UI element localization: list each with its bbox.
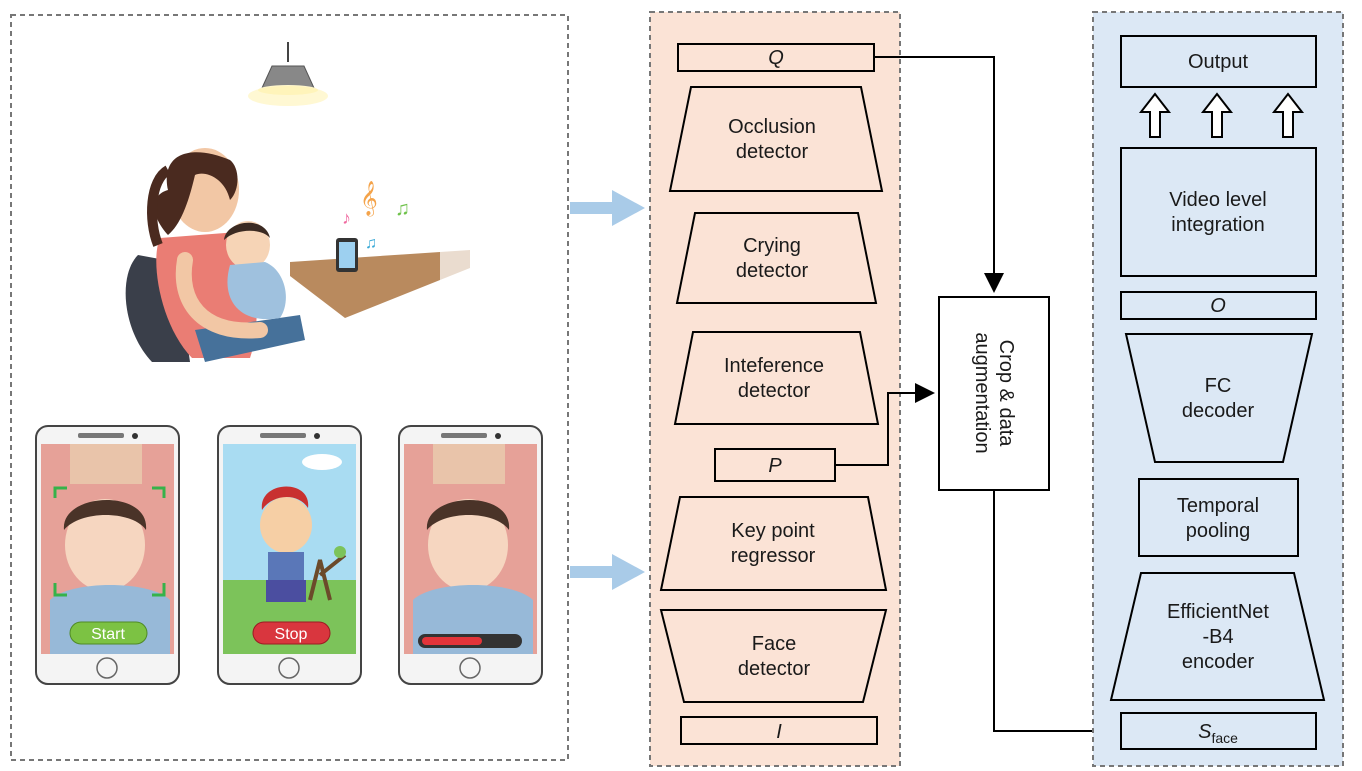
p-box (714, 448, 836, 482)
up-arrow-icon (1200, 92, 1234, 138)
up-arrow-icon (1271, 92, 1305, 138)
progress-bar-fill (422, 637, 482, 645)
svg-text:♪: ♪ (342, 208, 351, 228)
crop-augmentation-box (938, 296, 1050, 491)
flow-arrow-icon (570, 190, 645, 226)
crying-line2: detector (736, 260, 809, 282)
ceiling-lamp-icon (248, 42, 328, 106)
phone-stop: Stop (217, 425, 362, 685)
home-button[interactable] (96, 657, 118, 679)
occlusion-line1: Occlusion (728, 116, 816, 138)
temporal-line2: pooling (1186, 520, 1251, 542)
q-to-crop-connector (874, 56, 1004, 293)
keypoint-line1: Key point (731, 520, 815, 542)
o-box (1120, 291, 1317, 320)
svg-text:♫: ♫ (365, 235, 377, 252)
q-label: Q (768, 47, 784, 69)
stop-button-label: Stop (275, 626, 308, 643)
fc-line2: decoder (1182, 400, 1255, 422)
keypoint-regressor (659, 496, 888, 591)
phone-progress (398, 425, 543, 685)
stop-button[interactable] (252, 621, 331, 645)
interference-detector (673, 331, 880, 425)
output-box (1120, 35, 1317, 88)
keypoint-line2: regressor (731, 545, 816, 567)
sface-box (1120, 712, 1317, 750)
encoder-line3: encoder (1182, 651, 1255, 673)
crop-line1: Crop & data (995, 340, 1017, 448)
o-label: O (1210, 295, 1226, 317)
flow-arrow-icon (570, 554, 645, 590)
sface-label: Sface (1198, 721, 1238, 746)
up-arrow-icon (1138, 92, 1172, 138)
fc-decoder (1124, 333, 1314, 463)
interference-line1: Inteference (724, 355, 824, 377)
phone-start: Start (35, 425, 180, 685)
mother-baby-illustration: ♪ 𝄞 ♫ ♫ (125, 148, 500, 362)
fc-line1: FC (1205, 375, 1232, 397)
svg-text:♫: ♫ (395, 198, 410, 220)
home-button[interactable] (278, 657, 300, 679)
video-integration-box (1120, 147, 1317, 277)
temporal-line1: Temporal (1177, 495, 1259, 517)
i-label: I (776, 721, 782, 743)
face-detector (659, 609, 888, 703)
video-line2: integration (1171, 214, 1264, 236)
crying-detector (675, 212, 878, 304)
encoder-line1: EfficientNet (1167, 601, 1269, 623)
start-button[interactable] (69, 621, 148, 645)
video-line1: Video level (1169, 189, 1266, 211)
efficientnet-encoder (1109, 572, 1326, 701)
home-button[interactable] (459, 657, 481, 679)
start-button-label: Start (91, 626, 125, 643)
output-label: Output (1188, 51, 1248, 73)
svg-text:𝄞: 𝄞 (360, 181, 378, 217)
crying-line1: Crying (743, 235, 801, 257)
face-line2: detector (738, 658, 811, 680)
i-box (680, 716, 878, 745)
temporal-pooling-box (1138, 478, 1299, 557)
crop-to-sface-connector (993, 490, 1118, 741)
occlusion-detector (668, 86, 884, 192)
p-to-crop-connector (835, 383, 935, 466)
sface-subscript: face (1211, 730, 1238, 746)
face-line1: Face (752, 633, 796, 655)
interference-line2: detector (738, 380, 811, 402)
encoder-line2: -B4 (1202, 626, 1233, 648)
p-label: P (768, 455, 782, 477)
occlusion-line2: detector (736, 141, 809, 163)
crop-line2: augmentation (971, 332, 993, 453)
sface-main: S (1198, 721, 1212, 743)
